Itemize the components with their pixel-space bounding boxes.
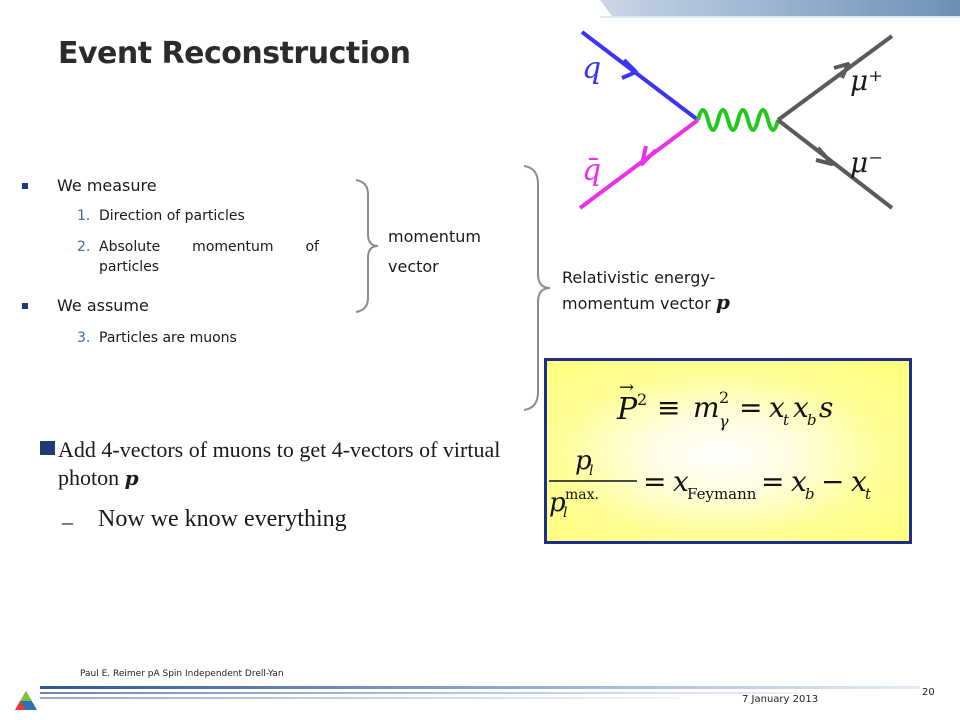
sub-bullet-dash: – (62, 509, 73, 534)
svg-text:l: l (563, 505, 567, 521)
list-number: 1. (77, 208, 91, 224)
svg-text:Feymann: Feymann (687, 485, 757, 503)
svg-text:≡: ≡ (657, 391, 680, 424)
svg-text:P: P (616, 392, 638, 427)
svg-text:=: = (643, 465, 666, 498)
assume-label: We assume (57, 296, 149, 315)
logo-icon (15, 691, 37, 710)
measure-label: We measure (57, 176, 157, 195)
list-number: 2. (77, 239, 91, 255)
svg-text:→: → (619, 377, 634, 398)
list-item: Direction of particles (99, 208, 245, 224)
footer-decoration (40, 686, 920, 699)
svg-text:=: = (761, 465, 784, 498)
mu-plus-label: μ⁺ (850, 64, 883, 97)
svg-text:l: l (589, 463, 593, 479)
svg-text:2: 2 (637, 390, 647, 409)
bullet-marker (22, 183, 28, 189)
list-item: Absolute momentum of particles (99, 239, 319, 275)
page-title: Event Reconstruction (58, 36, 411, 71)
svg-text:b: b (807, 411, 817, 429)
qbar-label: q̄ (582, 153, 601, 188)
antiquark-line (578, 118, 700, 210)
relativistic-text: Relativistic energy-momentum vector (562, 268, 716, 313)
svg-text:−: − (821, 465, 844, 498)
equations: P → 2 ≡ m 2 γ = x t x b s p l p l max. =… (549, 377, 872, 521)
svg-text:p: p (549, 488, 566, 518)
photon-line (696, 108, 780, 132)
main-bullet: Add 4-vectors of muons to get 4-vectors … (58, 436, 528, 492)
main-bullet-text: Add 4-vectors of muons to get 4-vectors … (58, 437, 501, 490)
mu-minus-line (776, 118, 894, 210)
mu-plus-line (776, 34, 894, 122)
brace-large (523, 165, 551, 411)
svg-text:γ: γ (719, 412, 729, 431)
list-item: Particles are muons (99, 330, 237, 346)
svg-text:max.: max. (565, 487, 599, 503)
bullet-marker (22, 303, 28, 309)
svg-text:x: x (791, 465, 807, 498)
q-label: q (582, 51, 601, 86)
svg-text:s: s (819, 391, 833, 424)
brace-small (355, 179, 379, 313)
list-number: 3. (77, 330, 91, 346)
rho-symbol-main: p (124, 466, 139, 490)
svg-text:2: 2 (719, 388, 729, 407)
header-decoration (600, 0, 960, 18)
svg-text:t: t (865, 485, 872, 503)
svg-text:x: x (769, 391, 785, 424)
svg-text:x: x (793, 391, 809, 424)
equation-box: P → 2 ≡ m 2 γ = x t x b s p l p l max. =… (544, 358, 912, 544)
svg-text:b: b (805, 485, 815, 503)
relativistic-label: Relativistic energy-momentum vector p (562, 266, 762, 316)
main-bullet-marker (40, 441, 55, 455)
svg-text:x: x (673, 465, 689, 498)
svg-text:=: = (739, 391, 762, 424)
svg-text:p: p (575, 446, 592, 476)
rho-symbol: p (715, 290, 730, 314)
footer-date: 7 January 2013 (742, 694, 819, 705)
svg-text:t: t (783, 411, 790, 429)
momentum-vector-label: momentum vector (388, 227, 481, 276)
quark-line (580, 30, 700, 122)
svg-text:x: x (851, 465, 867, 498)
footer-author: Paul E. Reimer pA Spin Independent Drell… (80, 669, 284, 679)
mu-minus-label: μ⁻ (850, 146, 883, 179)
feynman-diagram: q q̄ μ⁺ μ⁻ (578, 30, 894, 210)
svg-text:m: m (693, 391, 720, 424)
page-number: 20 (922, 687, 935, 698)
sub-bullet: Now we know everything (98, 506, 347, 532)
